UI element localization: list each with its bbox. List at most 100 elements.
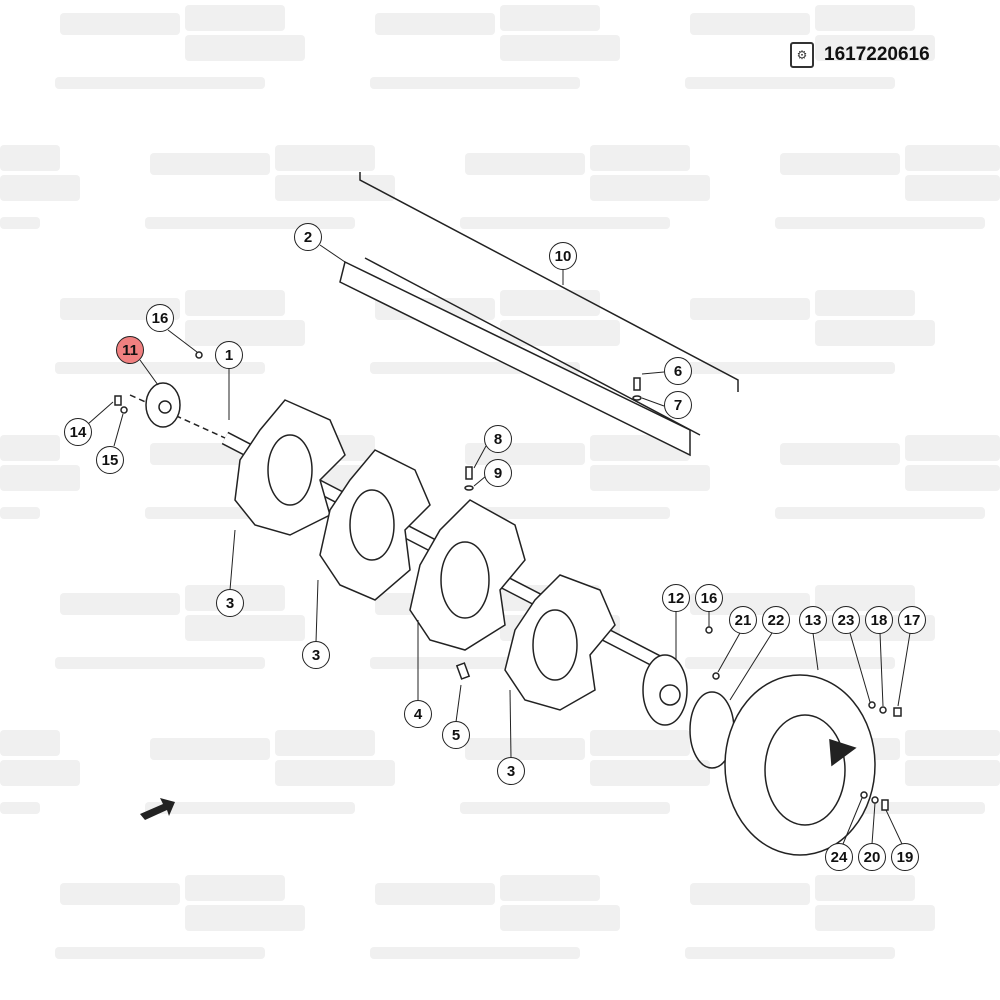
watermark-logo-block [55,947,265,959]
watermark-logo-block [815,905,935,931]
watermark-logo-block [815,5,915,31]
callout-17[interactable]: 17 [898,606,926,634]
watermark-logo-block [60,593,180,615]
callout-16[interactable]: 16 [146,304,174,332]
callout-5[interactable]: 5 [442,721,470,749]
watermark-logo-block [55,77,265,89]
callout-14[interactable]: 14 [64,418,92,446]
callout-16[interactable]: 16 [695,584,723,612]
sprockets [234,399,616,711]
watermark-logo-block [780,443,900,465]
callout-2[interactable]: 2 [294,223,322,251]
watermark-logo-block [150,738,270,760]
watermark-logo-block [500,290,600,316]
bearing-flange-right [642,654,688,726]
watermark-logo-block [150,153,270,175]
watermark-logo-block [275,145,375,171]
watermark-logo-block [590,730,690,756]
callout-4[interactable]: 4 [404,700,432,728]
watermark-logo-block [500,320,620,346]
watermark-logo-block [905,465,1000,491]
watermark-logo-block [905,435,1000,461]
callout-10[interactable]: 10 [549,242,577,270]
watermark-logo-block [185,290,285,316]
assembly-bracket-line [359,172,739,392]
watermark-logo-block [815,320,935,346]
callout-3[interactable]: 3 [302,641,330,669]
watermark-logo-block [500,5,600,31]
watermark-logo-block [55,657,265,669]
bearing-flange [145,382,181,428]
watermark-logo-block [685,77,895,89]
watermark-logo-block [815,290,915,316]
watermark-logo-block [60,883,180,905]
watermark-logo-block [55,362,265,374]
callout-21[interactable]: 21 [729,606,757,634]
watermark-logo-block [905,145,1000,171]
callout-19[interactable]: 19 [891,843,919,871]
watermark-logo-block [60,13,180,35]
watermark-logo-block [465,443,585,465]
callout-22[interactable]: 22 [762,606,790,634]
callout-12[interactable]: 12 [662,584,690,612]
callout-15[interactable]: 15 [96,446,124,474]
watermark-logo-block [275,175,395,201]
watermark-logo-block [590,145,690,171]
callout-7[interactable]: 7 [664,391,692,419]
leader-lines [87,244,911,845]
callout-20[interactable]: 20 [858,843,886,871]
watermark-logo-block [370,77,580,89]
part-number-header: ⚙ 1617220616 [790,42,930,68]
part-number: 1617220616 [824,44,930,65]
watermark-logo-block [590,465,710,491]
watermark-logo-block [145,217,355,229]
watermark-logo-block [775,217,985,229]
watermark-logo-block [685,362,895,374]
callout-13[interactable]: 13 [799,606,827,634]
watermark-logo-block [590,760,710,786]
watermark-logo-block [460,802,670,814]
callout-9[interactable]: 9 [484,459,512,487]
watermark-logo-block [185,905,305,931]
watermark-logo-block [185,5,285,31]
watermark-logo-block [185,35,305,61]
watermark-logo-block [690,298,810,320]
callout-6[interactable]: 6 [664,357,692,385]
callout-24[interactable]: 24 [825,843,853,871]
direction-arrow-icon [140,798,175,820]
watermark-logo-block [0,217,40,229]
watermark-logo-block [500,35,620,61]
pulley-disc [724,674,876,856]
watermark-logo-block [905,730,1000,756]
watermark-logo-block [685,657,895,669]
watermark-logo-block [0,802,40,814]
callout-3[interactable]: 3 [216,589,244,617]
callout-3[interactable]: 3 [497,757,525,785]
watermark-logo-block [460,217,670,229]
watermark-logo-block [460,507,670,519]
watermark-logo-block [500,905,620,931]
watermark-logo-block [690,13,810,35]
watermark-logo-block [815,585,915,611]
callout-11-highlighted[interactable]: 11 [116,336,144,364]
callout-1[interactable]: 1 [215,341,243,369]
watermark-logo-block [375,13,495,35]
watermark-logo-block [0,435,60,461]
watermark-logo-block [0,730,60,756]
watermark-logo-block [815,875,915,901]
watermark-logo-block [905,760,1000,786]
callout-8[interactable]: 8 [484,425,512,453]
watermark-logo-block [370,947,580,959]
watermark-logo-block [780,153,900,175]
watermark-logo-block [590,175,710,201]
watermark-logo-block [465,738,585,760]
watermark-logo-block [185,615,305,641]
watermark-logo-block [500,875,600,901]
callout-23[interactable]: 23 [832,606,860,634]
callout-18[interactable]: 18 [865,606,893,634]
watermark-logo-block [0,145,60,171]
watermark-logo-block [0,465,80,491]
watermark-logo-block [775,507,985,519]
watermark-logo-block [0,175,80,201]
